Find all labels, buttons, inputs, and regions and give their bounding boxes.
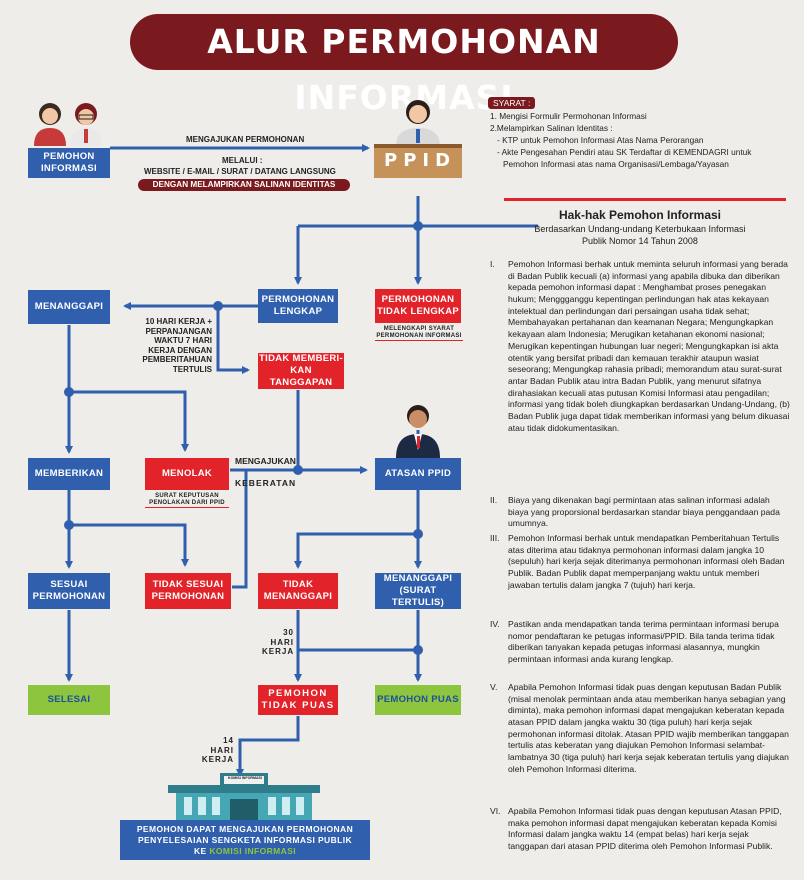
rights-number: III. — [490, 533, 500, 543]
page-title: ALUR PERMOHONAN INFORMASI — [130, 14, 678, 117]
rights-number: II. — [490, 495, 498, 505]
ppid-sign: PPID — [384, 150, 457, 171]
label-keberatan: KEBERATAN — [235, 478, 297, 488]
bottom-komisi: KOMISI INFORMASI — [209, 846, 297, 857]
rights-subtitle-1: Berdasarkan Undang-undang Keterbukaan In… — [534, 224, 746, 234]
rights-item: I. Pemohon Informasi berhak untuk memint… — [490, 259, 790, 434]
node-puas: PEMOHON PUAS — [375, 685, 461, 715]
rights-number: V. — [490, 682, 498, 692]
node-tidak-puas: PEMOHON TIDAK PUAS — [258, 685, 338, 715]
rights-text: Biaya yang dikenakan bagi permintaan ata… — [508, 495, 780, 529]
atasan-illustration — [396, 405, 440, 458]
rights-subtitle: Berdasarkan Undang-undang Keterbukaan In… — [480, 223, 800, 247]
node-atasan: ATASAN PPID — [375, 458, 461, 490]
rights-text: Pemohon Informasi berhak untuk mendapatk… — [508, 533, 785, 590]
bottom-line-3: KE KOMISI INFORMASI — [120, 846, 370, 857]
rights-title: Hak-hak Pemohon Informasi — [558, 208, 722, 222]
label-mengajukan-keberatan: MENGAJUKAN — [235, 456, 296, 466]
syarat-line: 1. Mengisi Formulir Permohonan Informasi — [490, 111, 647, 121]
rights-number: VI. — [490, 806, 501, 816]
node-memberikan: MEMBERIKAN — [28, 458, 110, 490]
label-14-hari: 14 HARI KERJA — [201, 736, 234, 765]
label-mengajukan: MENGAJUKAN PERMOHONAN — [186, 135, 305, 144]
bottom-ke: KE — [193, 846, 207, 857]
bottom-line-2: PENYELESAIAN SENGKETA INFORMASI PUBLIK — [137, 835, 353, 846]
syarat-tag: SYARAT : — [488, 97, 536, 109]
syarat-line: Pemohon Informasi atas nama Organisasi/L… — [503, 159, 729, 169]
label-30-hari: 30 HARI KERJA — [262, 628, 295, 657]
node-tidak-lengkap: PERMOHONAN TIDAK LENGKAP — [375, 289, 461, 323]
node-tidak-menanggapi: TIDAK MENANGGAPI — [258, 573, 338, 609]
divider-line — [504, 198, 786, 201]
syarat-line: - KTP untuk Pemohon Informasi Atas Nama … — [497, 135, 704, 145]
node-menanggapi-tertulis: MENANGGAPI (SURAT TERTULIS) — [375, 573, 461, 609]
rights-text: Apabila Pemohon Informasi tidak puas den… — [508, 806, 782, 852]
rights-item: III. Pemohon Informasi berhak untuk mend… — [490, 533, 790, 591]
note-menolak: SURAT KEPUTUSAN PENOLAKAN DARI PPID — [145, 493, 229, 509]
applicants-illustration — [34, 103, 102, 146]
rights-number: I. — [490, 259, 495, 269]
node-pemohon: PEMOHON INFORMASI — [28, 148, 110, 178]
rights-item: V. Apabila Pemohon Informasi tidak puas … — [490, 682, 790, 776]
rights-text: Pemohon Informasi berhak untuk meminta s… — [508, 259, 790, 433]
rights-text: Apabila Pemohon Informasi tidak puas den… — [508, 682, 789, 774]
bottom-message: PEMOHON DAPAT MENGAJUKAN PERMOHONAN PENY… — [120, 820, 370, 860]
syarat-line: 2.Melampirkan Salinan Identitas : — [490, 123, 613, 133]
node-sesuai: SESUAI PERMOHONAN — [28, 573, 110, 609]
label-hari-kerja: 10 HARI KERJA + PERPANJANGAN WAKTU 7 HAR… — [142, 317, 212, 374]
rights-subtitle-2: Publik Nomor 14 Tahun 2008 — [582, 236, 698, 247]
rights-text: Pastikan anda mendapatkan tanda terima p… — [508, 619, 779, 665]
node-tidak-sesuai: TIDAK SESUAI PERMOHONAN — [145, 573, 231, 609]
syarat-line: - Akte Pengesahan Pendiri atau SK Terdaf… — [497, 147, 752, 157]
label-dengan-identitas: DENGAN MELAMPIRKAN SALINAN IDENTITAS — [138, 179, 350, 191]
label-channels: WEBSITE / E-MAIL / SURAT / DATANG LANGSU… — [144, 167, 336, 176]
node-tidak-memberi: TIDAK MEMBERI-KAN TANGGAPAN — [258, 353, 344, 389]
rights-item: VI. Apabila Pemohon Informasi tidak puas… — [490, 806, 790, 853]
label-melalui: MELALUI : — [222, 156, 263, 165]
rights-item: II. Biaya yang dikenakan bagi permintaan… — [490, 495, 790, 530]
node-menanggapi: MENANGGAPI — [28, 290, 110, 324]
node-menolak: MENOLAK — [145, 458, 229, 490]
rights-number: IV. — [490, 619, 500, 629]
node-selesai: SELESAI — [28, 685, 110, 715]
ppid-desk-illustration — [374, 100, 462, 178]
note-tidak-lengkap: MELENGKAPI SYARAT PERMOHONAN INFORMASI — [375, 326, 463, 342]
building-sign: KOMISI INFORMASI — [228, 776, 262, 780]
rights-item: IV. Pastikan anda mendapatkan tanda teri… — [490, 619, 790, 666]
komisi-building-illustration — [168, 773, 320, 821]
bottom-line-1: PEMOHON DAPAT MENGAJUKAN PERMOHONAN — [136, 824, 354, 834]
node-lengkap: PERMOHONAN LENGKAP — [258, 289, 338, 323]
